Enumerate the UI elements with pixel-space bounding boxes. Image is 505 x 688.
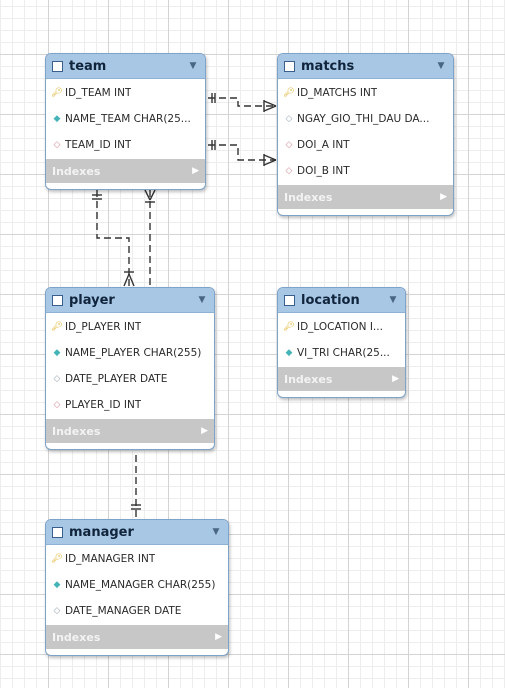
column-row[interactable]: ◆VI_TRI CHAR(25... — [285, 347, 390, 359]
table-location[interactable]: location ▼ 🔑︎ID_LOCATION I... ◆VI_TRI CH… — [277, 287, 406, 398]
column-row[interactable]: ◇TEAM_ID INT — [53, 139, 132, 151]
diamond-pink-icon: ◇ — [53, 400, 61, 410]
column-row[interactable]: ◆NAME_MANAGER CHAR(255) — [53, 579, 216, 591]
expand-arrow-icon[interactable]: ▶ — [192, 166, 199, 176]
table-matchs[interactable]: matchs ▼ 🔑︎ID_MATCHS INT ◇NGAY_GIO_THI_D… — [277, 53, 454, 216]
table-name: matchs — [301, 58, 355, 74]
table-manager[interactable]: manager ▼ 🔑︎ID_MANAGER INT ◆NAME_MANAGER… — [45, 519, 229, 656]
expand-arrow-icon[interactable]: ▶ — [201, 426, 208, 436]
collapse-caret-icon[interactable]: ▼ — [189, 61, 197, 71]
diamond-teal-icon: ◆ — [53, 348, 61, 358]
collapse-caret-icon[interactable]: ▼ — [198, 295, 206, 305]
collapse-caret-icon[interactable]: ▼ — [389, 295, 397, 305]
table-name: location — [301, 292, 360, 308]
key-icon: 🔑︎ — [51, 554, 63, 564]
table-icon — [52, 60, 63, 72]
column-row[interactable]: ◇DOI_A INT — [285, 139, 350, 151]
table-icon — [284, 294, 295, 306]
collapse-caret-icon[interactable]: ▼ — [212, 527, 220, 537]
table-icon — [52, 526, 63, 538]
column-row[interactable]: 🔑︎ID_LOCATION I... — [283, 321, 383, 333]
expand-arrow-icon[interactable]: ▶ — [215, 632, 222, 642]
rel-team-matchs-1[interactable] — [208, 93, 277, 112]
column-row[interactable]: 🔑︎ID_MATCHS INT — [283, 87, 378, 99]
column-row[interactable]: ◇NGAY_GIO_THI_DAU DA... — [285, 113, 430, 125]
diamond-white-icon: ◇ — [53, 374, 61, 384]
column-row[interactable]: ◇PLAYER_ID INT — [53, 399, 142, 411]
table-player[interactable]: player ▼ 🔑︎ID_PLAYER INT ◆NAME_PLAYER CH… — [45, 287, 215, 450]
diamond-teal-icon: ◆ — [53, 580, 61, 590]
table-name: team — [69, 58, 107, 74]
column-row[interactable]: ◇DATE_PLAYER DATE — [53, 373, 168, 385]
key-icon: 🔑︎ — [51, 322, 63, 332]
expand-arrow-icon[interactable]: ▶ — [440, 192, 447, 202]
column-row[interactable]: 🔑︎ID_TEAM INT — [51, 87, 132, 99]
indexes-footer[interactable]: Indexes ▶ — [46, 159, 205, 183]
diamond-teal-icon: ◆ — [53, 114, 61, 124]
diamond-pink-icon: ◇ — [285, 166, 293, 176]
diamond-pink-icon: ◇ — [53, 140, 61, 150]
table-team[interactable]: team ▼ 🔑︎ID_TEAM INT ◆NAME_TEAM CHAR(25.… — [45, 53, 206, 190]
column-row[interactable]: ◆NAME_PLAYER CHAR(255) — [53, 347, 202, 359]
rel-team-matchs-2[interactable] — [208, 140, 277, 166]
column-row[interactable]: ◇DOI_B INT — [285, 165, 350, 177]
table-header[interactable]: location ▼ — [278, 288, 405, 313]
table-icon — [284, 60, 295, 72]
key-icon: 🔑︎ — [283, 322, 295, 332]
column-row[interactable]: 🔑︎ID_MANAGER INT — [51, 553, 156, 565]
diamond-white-icon: ◇ — [53, 606, 61, 616]
diamond-white-icon: ◇ — [285, 114, 293, 124]
table-name: manager — [69, 524, 134, 540]
column-row[interactable]: ◇DATE_MANAGER DATE — [53, 605, 182, 617]
indexes-footer[interactable]: Indexes ▶ — [278, 185, 453, 209]
expand-arrow-icon[interactable]: ▶ — [392, 374, 399, 384]
rel-team-player[interactable] — [92, 190, 135, 287]
table-header[interactable]: team ▼ — [46, 54, 205, 79]
column-row[interactable]: ◆NAME_TEAM CHAR(25... — [53, 113, 191, 125]
key-icon: 🔑︎ — [51, 88, 63, 98]
table-header[interactable]: player ▼ — [46, 288, 214, 313]
column-row[interactable]: 🔑︎ID_PLAYER INT — [51, 321, 142, 333]
table-icon — [52, 294, 63, 306]
key-icon: 🔑︎ — [283, 88, 295, 98]
table-header[interactable]: matchs ▼ — [278, 54, 453, 79]
diamond-teal-icon: ◆ — [285, 348, 293, 358]
collapse-caret-icon[interactable]: ▼ — [437, 61, 445, 71]
rel-player-team[interactable] — [144, 189, 156, 286]
table-name: player — [69, 292, 115, 308]
indexes-footer[interactable]: Indexes ▶ — [46, 625, 228, 649]
diamond-pink-icon: ◇ — [285, 140, 293, 150]
indexes-footer[interactable]: Indexes ▶ — [278, 367, 405, 391]
rel-player-manager[interactable] — [131, 455, 141, 518]
table-header[interactable]: manager ▼ — [46, 520, 228, 545]
indexes-footer[interactable]: Indexes ▶ — [46, 419, 214, 443]
